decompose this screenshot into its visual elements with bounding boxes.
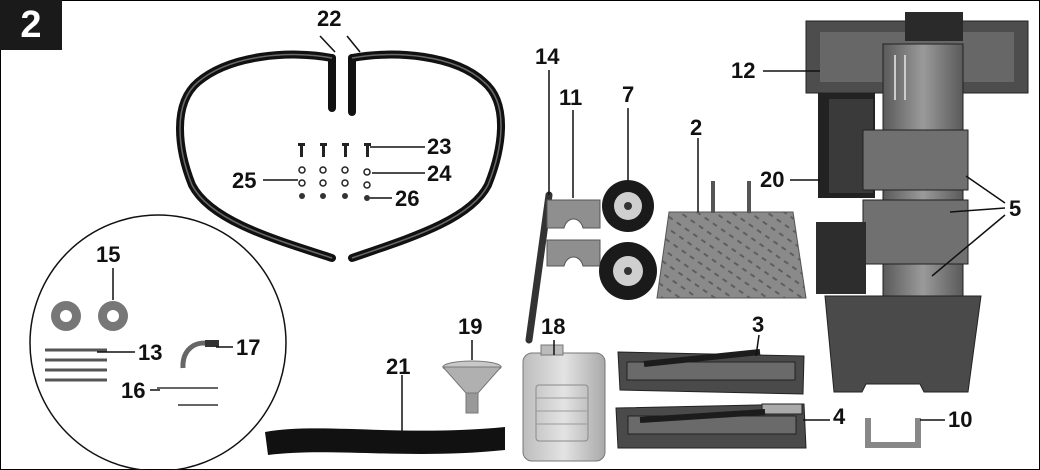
callout-3: 3 [752,312,765,337]
nut-set-part-26 [299,193,370,201]
callout-18: 18 [541,314,566,339]
callout-19: 19 [458,314,483,339]
callout-11: 11 [559,85,583,110]
callout-4: 4 [833,404,846,429]
callout-24: 24 [427,161,452,186]
funnel-part-19 [441,360,503,414]
callout-7: 7 [622,82,635,107]
long-bolt-part-13 [45,348,107,382]
callout-12: 12 [731,58,756,83]
figure-number-badge: 2 [0,0,62,50]
base-foot [824,295,982,393]
detail-circle [29,214,287,470]
callout-25: 25 [232,168,257,193]
callout-21: 21 [386,354,411,379]
leader-22a [319,35,336,53]
bracket-part-11 [546,199,601,267]
callout-26: 26 [395,186,420,211]
washer-set-part-24 [298,166,371,189]
bolt-set-part-23 [298,143,371,157]
callout-10: 10 [948,407,973,432]
callout-13: 13 [138,340,163,365]
callout-14: 14 [535,44,560,69]
base-plate-part-2 [656,181,807,299]
callout-16: 16 [121,378,146,403]
callout-20: 20 [760,167,785,192]
leader-5a [965,175,1006,204]
callout-5: 5 [1009,196,1022,221]
handle-part-10 [865,418,921,448]
splitter-machine [805,12,1029,393]
handle-bar-part-22 [176,50,506,262]
callout-15: 15 [96,242,121,267]
rod-part-14 [525,191,553,344]
pin-part-16 [157,387,218,406]
strap-part-21 [265,427,505,455]
leg-part-3 [617,349,805,395]
wheel-part-7 [599,180,657,300]
leader-5c [931,214,1006,277]
oil-canister-part-18 [522,344,606,462]
handle-bar-inner-stroke [179,53,502,259]
callout-17: 17 [236,335,261,360]
leader-5b [949,207,1006,213]
callout-2: 2 [690,115,703,140]
callout-22: 22 [317,6,342,31]
wedge-guard-part-5 [862,129,969,191]
leader-22b [346,35,361,53]
ring-part-15 [51,301,128,331]
leader-3 [755,334,760,357]
leg-part-4 [615,403,807,449]
callout-23: 23 [427,134,452,159]
